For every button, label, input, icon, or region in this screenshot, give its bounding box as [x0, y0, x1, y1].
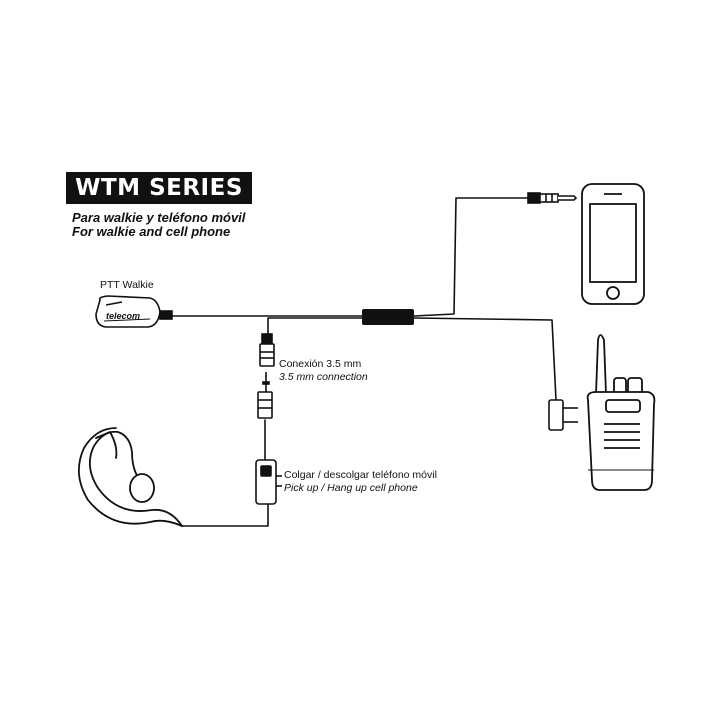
jack-plug [257, 372, 273, 419]
subtitle-english: For walkie and cell phone [72, 224, 231, 239]
subtitle-spanish: Para walkie y teléfono móvil [72, 210, 246, 225]
earpiece-icon [78, 427, 183, 527]
jack-socket [259, 333, 275, 367]
cable-to-walkie [413, 317, 557, 401]
cable-hangup-to-earpiece [181, 503, 269, 527]
splitter-block [362, 309, 414, 325]
series-title-banner: WTM SERIES [66, 172, 252, 204]
hangup-label-en: Pick up / Hang up cell phone [284, 482, 418, 494]
cable-to-connector [267, 317, 363, 335]
walkie-talkie-icon [586, 334, 656, 491]
series-title: WTM SERIES [75, 175, 243, 201]
phone-plug [527, 192, 578, 204]
connection-label-en: 3.5 mm connection [279, 371, 368, 383]
hangup-label-es: Colgar / descolgar teléfono móvil [284, 469, 437, 481]
hangup-control [255, 459, 282, 505]
cable-to-phone [413, 197, 529, 317]
ptt-label: PTT Walkie [100, 279, 154, 291]
cell-phone-icon [581, 183, 645, 305]
connection-label-es: Conexión 3.5 mm [279, 358, 362, 370]
walkie-plug [548, 399, 578, 431]
ptt-brand-logo: telecom [106, 311, 140, 321]
